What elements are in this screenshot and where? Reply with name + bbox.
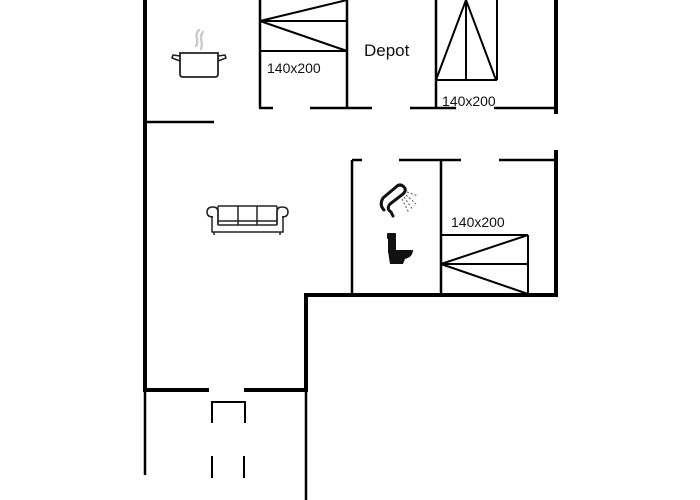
- sofa-icon: [206, 205, 289, 235]
- bed-3: [440, 234, 529, 295]
- cooking-pot-icon: [171, 28, 227, 78]
- depot-label: Depot: [364, 41, 410, 60]
- door-icon: [211, 401, 246, 478]
- walls-thin: [143, 0, 556, 500]
- toilet-icon: [387, 233, 413, 264]
- bedroom2-bed-size: 140x200: [442, 93, 496, 109]
- walls-thick: [143, 0, 558, 392]
- bed-1: [259, 0, 348, 52]
- bedroom3-bed-size: 140x200: [451, 214, 505, 230]
- bedroom1-bed-size: 140x200: [267, 60, 321, 76]
- shower-icon: [379, 183, 419, 218]
- bed-2: [435, 0, 498, 81]
